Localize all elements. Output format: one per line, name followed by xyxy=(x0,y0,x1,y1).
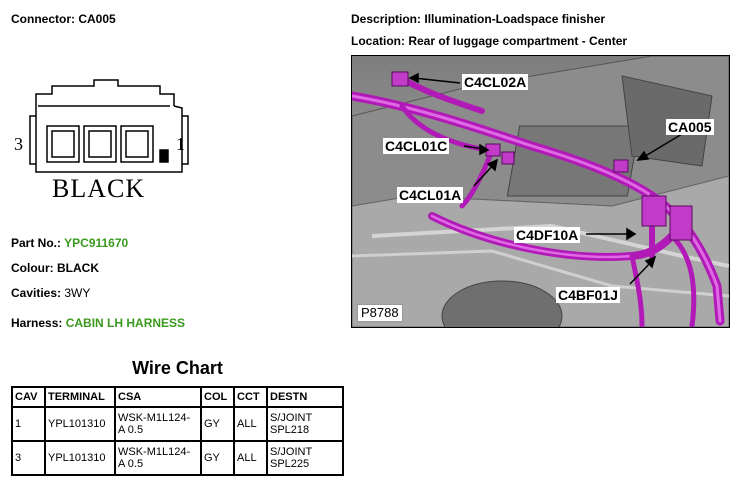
pin-right-number: 1 xyxy=(176,134,185,154)
harness-value: CABIN LH HARNESS xyxy=(65,316,186,330)
cell-destn-line2: SPL225 xyxy=(270,458,310,470)
connector-heading: Connector: CA005 xyxy=(11,12,116,26)
header-col: COL xyxy=(200,386,235,408)
colour-value: BLACK xyxy=(57,261,99,275)
callout-c4df10a: C4DF10A xyxy=(514,227,581,243)
colour-row: Colour: BLACK xyxy=(11,261,99,275)
description-heading: Description: Illumination-Loadspace fini… xyxy=(351,12,605,26)
colour-label: Colour: xyxy=(11,261,54,275)
cavities-value: 3WY xyxy=(64,286,91,300)
description-label: Description: xyxy=(351,12,422,26)
cell-destn-line1: S/JOINT xyxy=(270,446,313,458)
photo-code: P8788 xyxy=(357,304,403,322)
wire-chart-table: CAV TERMINAL CSA COL CCT DESTN 1 YPL1013… xyxy=(11,386,344,476)
description-value: Illumination-Loadspace finisher xyxy=(424,12,606,26)
connector-color-text: BLACK xyxy=(52,174,146,203)
cell-destn-line2: SPL218 xyxy=(270,424,310,436)
wire-chart-header-row: CAV TERMINAL CSA COL CCT DESTN xyxy=(11,386,344,408)
location-heading: Location: Rear of luggage compartment - … xyxy=(351,34,627,48)
wire-chart-title: Wire Chart xyxy=(132,358,223,378)
cell-csa: WSK-M1L124-A 0.5 xyxy=(114,440,202,476)
cell-csa: WSK-M1L124-A 0.5 xyxy=(114,406,202,442)
cell-terminal: YPL101310 xyxy=(44,440,116,476)
callout-c4bf01j: C4BF01J xyxy=(556,287,620,303)
header-cav: CAV xyxy=(11,386,46,408)
header-terminal: TERMINAL xyxy=(44,386,116,408)
harness-label: Harness: xyxy=(11,316,63,330)
cell-csa-line2: A 0.5 xyxy=(118,424,144,436)
harness-row: Harness: CABIN LH HARNESS xyxy=(11,316,185,330)
part-no-label: Part No.: xyxy=(11,236,62,250)
location-value: Rear of luggage compartment - Center xyxy=(408,34,628,48)
cell-csa-line2: A 0.5 xyxy=(118,458,144,470)
callout-c4cl01a: C4CL01A xyxy=(397,187,464,203)
part-no-value: YPC911670 xyxy=(64,236,129,250)
location-label: Location: xyxy=(351,34,405,48)
cell-cav: 1 xyxy=(11,406,46,442)
cavities-label: Cavities: xyxy=(11,286,62,300)
cell-col: GY xyxy=(200,440,235,476)
part-no-row: Part No.: YPC911670 xyxy=(11,236,128,250)
table-row: 3 YPL101310 WSK-M1L124-A 0.5 GY ALL S/JO… xyxy=(11,440,344,476)
callout-ca005: CA005 xyxy=(666,119,714,135)
cell-col: GY xyxy=(200,406,235,442)
cell-cav: 3 xyxy=(11,440,46,476)
connector-label: Connector: xyxy=(11,12,75,26)
cell-terminal: YPL101310 xyxy=(44,406,116,442)
location-photo: C4CL02A CA005 C4CL01C C4CL01A C4DF10A C4… xyxy=(351,55,730,328)
connector-value: CA005 xyxy=(78,12,116,26)
table-row: 1 YPL101310 WSK-M1L124-A 0.5 GY ALL S/JO… xyxy=(11,406,344,442)
photo-illustration xyxy=(352,56,729,327)
header-cct: CCT xyxy=(233,386,268,408)
header-destn: DESTN xyxy=(266,386,344,408)
cell-csa-line1: WSK-M1L124- xyxy=(118,412,191,424)
callout-c4cl02a: C4CL02A xyxy=(462,74,529,90)
cell-cct: ALL xyxy=(233,440,268,476)
cell-destn-line1: S/JOINT xyxy=(270,412,313,424)
header-csa: CSA xyxy=(114,386,202,408)
pin-left-number: 3 xyxy=(14,134,23,154)
cavities-row: Cavities: 3WY xyxy=(11,286,90,300)
cell-csa-line1: WSK-M1L124- xyxy=(118,446,191,458)
connector-diagram xyxy=(29,79,189,173)
callout-c4cl01c: C4CL01C xyxy=(383,138,450,154)
cell-cct: ALL xyxy=(233,406,268,442)
